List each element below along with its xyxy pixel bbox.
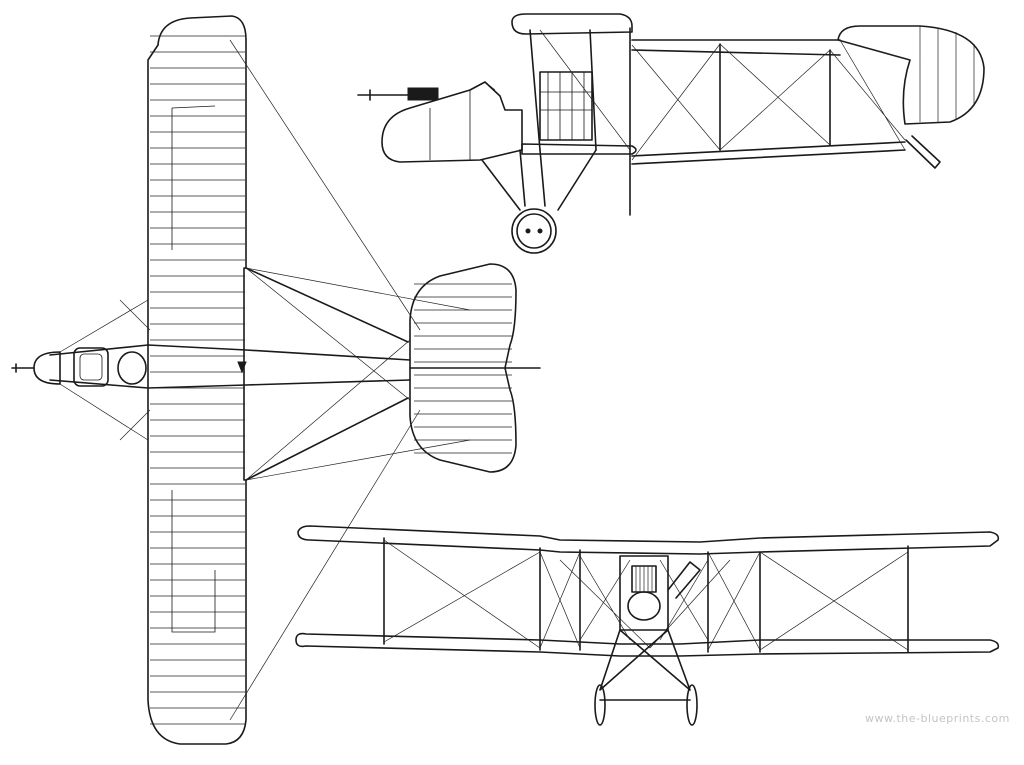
side-view-boom-struts (719, 43, 831, 151)
side-view-machine-gun (357, 89, 411, 101)
side-view-interplane-struts (529, 27, 631, 216)
side-view-wheel-inner (516, 213, 552, 249)
front-view-radiator-grid (635, 566, 653, 592)
front-view-landing-gear (599, 629, 691, 701)
side-view-engine (539, 71, 593, 141)
top-view-gun-barrel (11, 363, 35, 373)
side-view-wheel (511, 208, 557, 254)
top-view-front-cockpit (73, 347, 109, 387)
front-view (295, 525, 1000, 726)
side-view-landing-gear (481, 149, 597, 211)
top-view-fitting (237, 361, 247, 374)
front-view-cockpit (627, 591, 661, 621)
front-view-exhaust (667, 561, 701, 599)
front-view-upper-wing (297, 525, 1000, 555)
front-view-wheel-left (594, 684, 606, 726)
top-view-cockpit-inner (79, 353, 103, 381)
top-view-tailplane (409, 263, 517, 473)
side-view-rudder (837, 25, 985, 125)
watermark: www.the-blueprints.com (865, 712, 1010, 725)
front-view-lower-wing (295, 632, 1000, 657)
top-view-fuselage (49, 344, 411, 389)
side-view-lower-wing (521, 143, 637, 155)
top-view-booms (245, 267, 409, 481)
side-view-nacelle (381, 81, 523, 163)
side-view-tail-skid (905, 135, 941, 169)
side-view-gun-body (407, 87, 439, 101)
side-view-axle-left (525, 228, 531, 234)
front-view-struts (383, 537, 909, 653)
side-view (357, 13, 985, 254)
side-view-upper-wing (511, 13, 633, 35)
side-view-engine-detail (540, 72, 592, 140)
side-view-rudder-ribs (837, 26, 975, 122)
top-view-rear-cockpit (117, 351, 147, 385)
side-view-boom-wires (539, 29, 906, 161)
top-view-aileron-top (171, 105, 216, 250)
top-view-bracing-wires (59, 39, 471, 721)
top-view-tail-ribs (414, 283, 512, 454)
front-view-wheel-right (686, 684, 698, 726)
top-view (11, 15, 541, 745)
top-view-wing-ribs (150, 35, 245, 725)
front-view-bracing-wires (383, 539, 909, 651)
top-view-nose (33, 351, 61, 385)
top-view-wing-outline (147, 15, 247, 745)
top-view-aileron-bottom (171, 490, 216, 633)
side-view-axle-right (537, 228, 543, 234)
side-view-booms (631, 39, 906, 165)
side-view-nacelle-detail (429, 81, 496, 160)
